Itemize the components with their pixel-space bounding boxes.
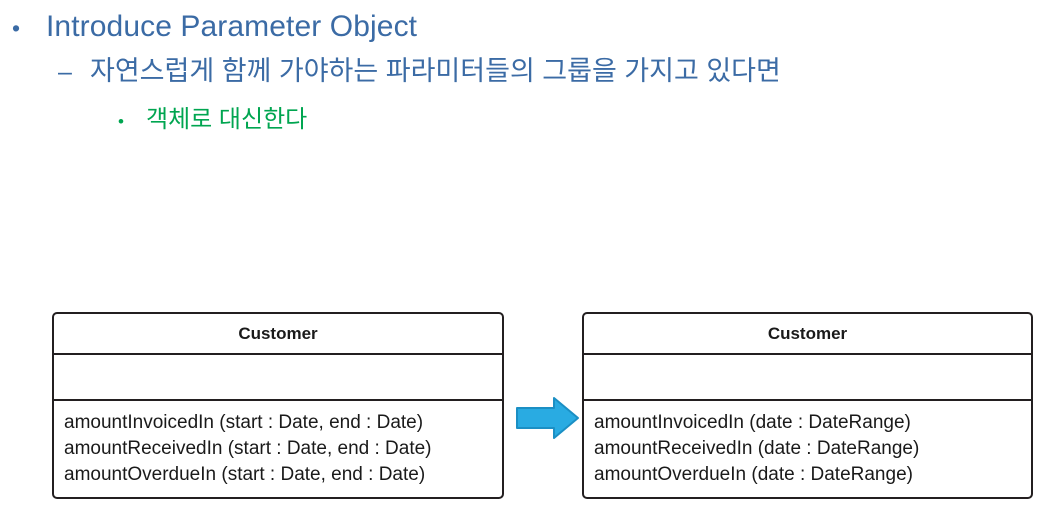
dash-marker-icon: – (58, 58, 72, 86)
bullet-marker-green-icon: • (118, 112, 124, 131)
outline-item-level2: – 자연스럽게 함께 가야하는 파라미터들의 그룹을 가지고 있다면 (58, 53, 781, 89)
uml-operation: amountInvoicedIn (start : Date, end : Da… (64, 412, 424, 433)
bullet-marker-icon: • (12, 15, 21, 41)
uml-class-after-attributes (584, 355, 1031, 401)
outline-item-level3: • 객체로 대신한다 (118, 104, 307, 136)
uml-class-before-operations: amountInvoicedIn (start : Date, end : Da… (54, 401, 502, 488)
uml-class-after-name: Customer (584, 314, 1031, 355)
uml-operation: amountOverdueIn (date : DateRange) (594, 464, 913, 485)
uml-operation: amountReceivedIn (start : Date, end : Da… (64, 438, 432, 459)
outline-item-level3-text: 객체로 대신한다 (146, 106, 308, 133)
uml-class-before: Customer amountInvoicedIn (start : Date,… (52, 312, 504, 499)
uml-class-before-name: Customer (54, 314, 502, 355)
transform-arrow (516, 396, 580, 440)
uml-class-after-operations: amountInvoicedIn (date : DateRange) amou… (584, 401, 1031, 488)
outline-item-level1-text: Introduce Parameter Object (46, 10, 418, 43)
uml-operation: amountReceivedIn (date : DateRange) (594, 438, 920, 459)
uml-operation: amountOverdueIn (start : Date, end : Dat… (64, 464, 426, 485)
uml-class-after: Customer amountInvoicedIn (date : DateRa… (582, 312, 1033, 499)
outline-item-level1: • Introduce Parameter Object (8, 8, 417, 46)
uml-operation: amountInvoicedIn (date : DateRange) (594, 412, 911, 433)
right-arrow-icon (516, 397, 579, 439)
outline-item-level2-text: 자연스럽게 함께 가야하는 파라미터들의 그룹을 가지고 있다면 (90, 56, 781, 86)
uml-class-before-attributes (54, 355, 502, 401)
